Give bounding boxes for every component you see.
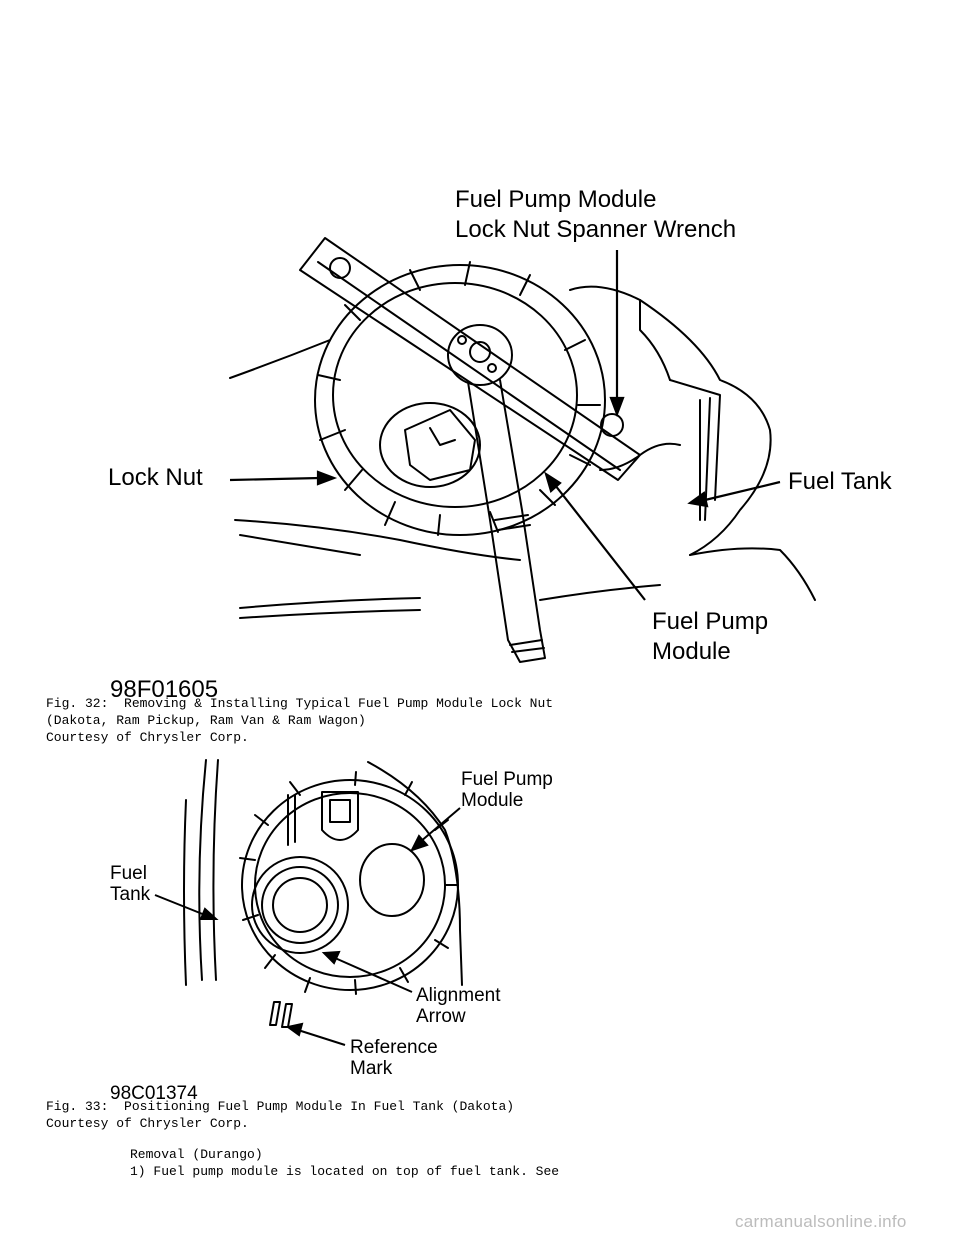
label-module-line1: Fuel Pump <box>652 608 769 635</box>
label-tank-line1: Fuel <box>110 863 147 884</box>
label-module-line2: Module <box>652 638 731 665</box>
label-ref-line1: Reference <box>350 1037 438 1058</box>
label-ref-line2: Mark <box>350 1058 393 1079</box>
label-module-line1: Fuel Pump <box>461 769 553 790</box>
caption-line: Courtesy of Chrysler Corp. <box>46 730 249 745</box>
figure-32-code: 98F01605 <box>110 676 219 703</box>
label-arrow-line2: Arrow <box>416 1006 466 1027</box>
caption-line: (Dakota, Ram Pickup, Ram Van & Ram Wagon… <box>46 713 366 728</box>
figure-32-caption: Fig. 32: Removing & Installing Typical F… <box>46 695 553 746</box>
label-wrench-line1: Fuel Pump Module <box>455 186 657 213</box>
label-fuel-tank: Fuel Tank <box>788 468 892 495</box>
caption-line: Fig. 33: Positioning Fuel Pump Module In… <box>46 1099 515 1114</box>
label-arrow-line1: Alignment <box>416 985 501 1006</box>
figure-33-code: 98C01374 <box>110 1083 198 1104</box>
label-tank-line2: Tank <box>110 884 151 905</box>
label-module-line2: Module <box>461 790 524 811</box>
label-wrench-line2: Lock Nut Spanner Wrench <box>455 216 737 243</box>
figure-32-illustration <box>229 237 816 663</box>
caption-line: Fig. 32: Removing & Installing Typical F… <box>46 696 554 711</box>
figure-33-caption: Fig. 33: Positioning Fuel Pump Module In… <box>46 1098 514 1132</box>
section-heading: Removal (Durango) <box>130 1147 263 1162</box>
watermark-link[interactable]: carmanualsonline.info <box>735 1212 907 1231</box>
figure-33-illustration <box>154 759 463 1046</box>
body-paragraph: 1) Fuel pump module is located on top of… <box>130 1164 560 1179</box>
label-lock-nut: Lock Nut <box>108 464 203 491</box>
caption-line: Courtesy of Chrysler Corp. <box>46 1116 249 1131</box>
